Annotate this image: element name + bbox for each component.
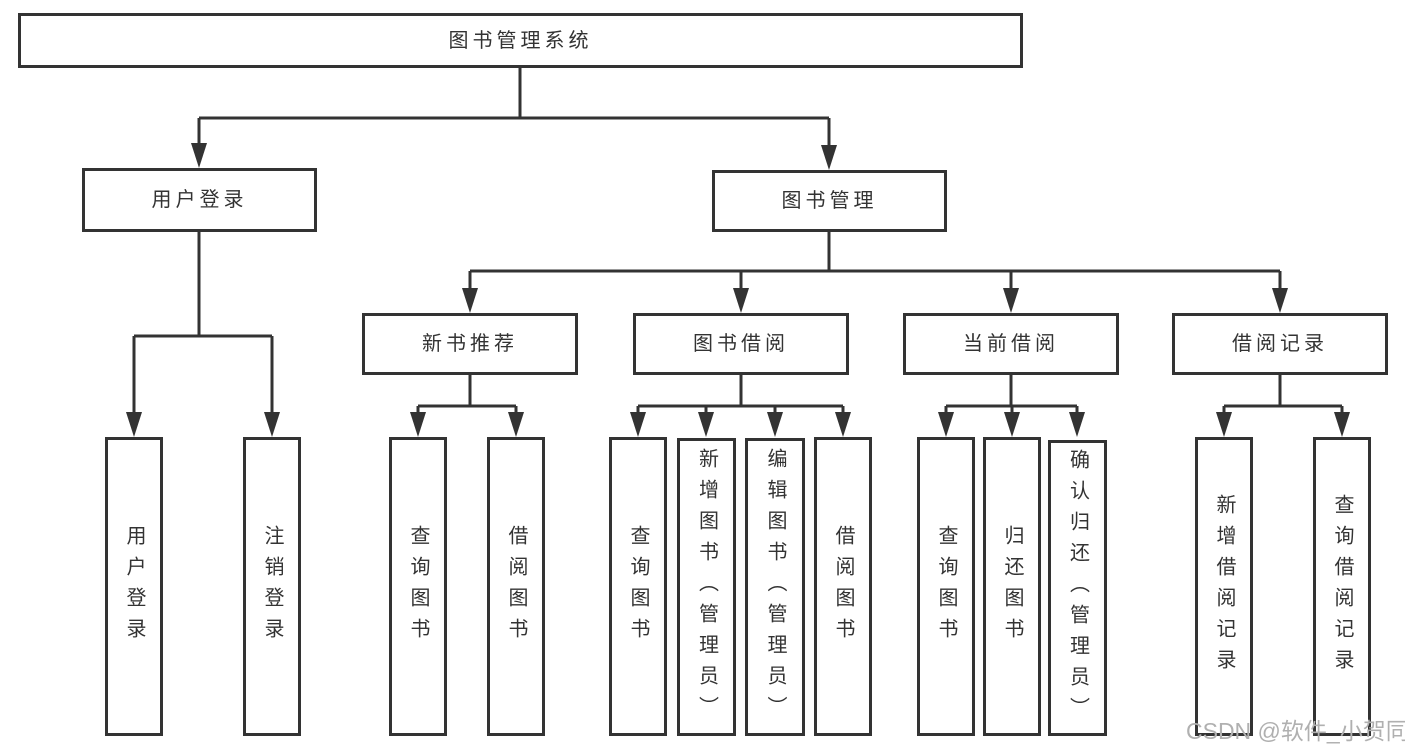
node-user-login: 用户登录 — [82, 168, 317, 232]
node-leaf-add-book-admin: 新增图书（管理员） — [677, 438, 736, 736]
arrowhead-icon — [1069, 412, 1085, 437]
connector-root — [191, 68, 837, 170]
node-current-borrowing: 当前借阅 — [903, 313, 1119, 375]
node-book-management: 图书管理 — [712, 170, 947, 232]
arrowhead-icon — [264, 412, 280, 437]
node-leaf-user-login: 用户登录 — [105, 437, 163, 736]
arrowhead-icon — [1003, 288, 1019, 313]
arrowhead-icon — [508, 412, 524, 437]
arrowhead-icon — [1334, 412, 1350, 437]
node-leaf-logout: 注销登录 — [243, 437, 301, 736]
arrowhead-icon — [767, 412, 783, 437]
node-root: 图书管理系统 — [18, 13, 1023, 68]
node-leaf-query-book-3: 查询图书 — [917, 437, 975, 736]
arrowhead-icon — [191, 143, 207, 168]
connector-new-book-recommend — [410, 375, 524, 437]
arrowhead-icon — [698, 412, 714, 437]
arrowhead-icon — [835, 412, 851, 437]
arrowhead-icon — [1272, 288, 1288, 313]
node-leaf-query-book-1: 查询图书 — [389, 437, 447, 736]
arrowhead-icon — [938, 412, 954, 437]
arrowhead-icon — [733, 288, 749, 313]
connector-borrowing-records — [1216, 375, 1350, 437]
node-leaf-return-book: 归还图书 — [983, 437, 1041, 736]
arrowhead-icon — [1004, 412, 1020, 437]
arrowhead-icon — [462, 288, 478, 313]
arrowhead-icon — [630, 412, 646, 437]
arrowhead-icon — [126, 412, 142, 437]
node-leaf-borrow-book-2: 借阅图书 — [814, 437, 872, 736]
node-leaf-confirm-return-admin: 确认归还（管理员） — [1048, 440, 1107, 736]
csdn-watermark: CSDN @软件_小贺同学 — [1186, 718, 1405, 744]
arrowhead-icon — [821, 145, 837, 170]
connector-current-borrowing — [938, 375, 1085, 437]
arrowhead-icon — [410, 412, 426, 437]
connector-book-management — [462, 232, 1288, 313]
connector-user-login — [126, 232, 280, 437]
arrowhead-icon — [1216, 412, 1232, 437]
connector-book-borrowing — [630, 375, 851, 437]
node-leaf-query-book-2: 查询图书 — [609, 437, 667, 736]
node-new-book-recommend: 新书推荐 — [362, 313, 578, 375]
node-leaf-edit-book-admin: 编辑图书（管理员） — [745, 438, 805, 736]
node-leaf-query-borrow-record: 查询借阅记录 — [1313, 437, 1371, 736]
node-leaf-add-borrow-record: 新增借阅记录 — [1195, 437, 1253, 736]
node-leaf-borrow-book-1: 借阅图书 — [487, 437, 545, 736]
node-book-borrowing: 图书借阅 — [633, 313, 849, 375]
node-borrowing-records: 借阅记录 — [1172, 313, 1388, 375]
